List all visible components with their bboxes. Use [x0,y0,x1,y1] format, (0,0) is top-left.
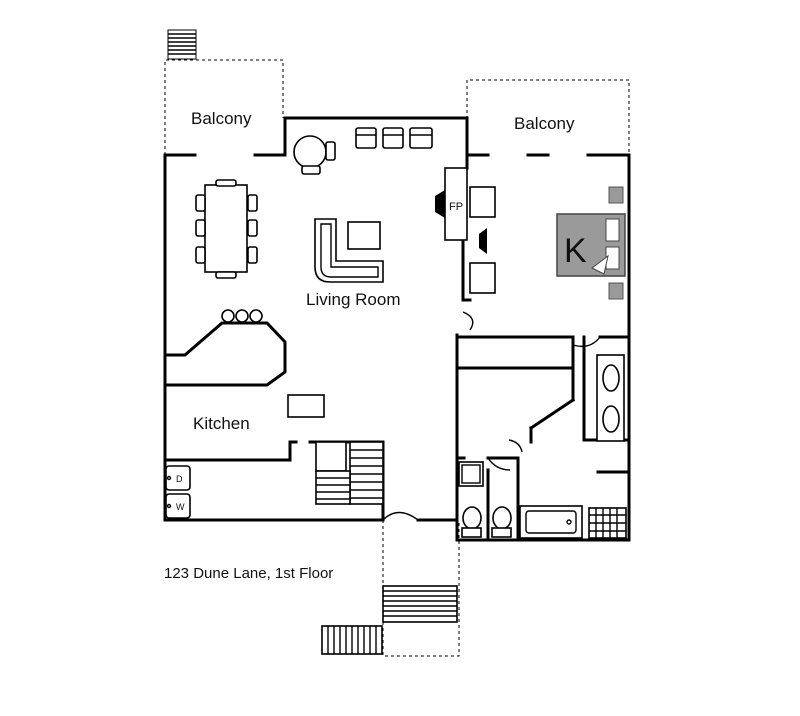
dining-table [195,179,258,279]
interior-stairs [315,441,384,505]
doors [382,311,601,521]
shower [588,507,627,539]
balcony-left-stairs [167,29,197,60]
sectional-sofa [314,218,384,283]
kitchen-cart [287,394,325,418]
dryer-label: D [176,474,183,484]
balcony-left-label: Balcony [191,109,252,128]
entry-porch [321,520,460,657]
washer-label: W [176,502,185,512]
kitchen-label: Kitchen [193,414,250,433]
round-table [293,135,336,175]
address-caption: 123 Dune Lane, 1st Floor [164,565,333,582]
balcony-left [164,29,284,155]
interior-walls [163,153,631,542]
fireplace-label: FP [449,201,463,213]
exterior-walls [163,116,631,542]
lounge-chairs [355,127,433,149]
bed-size-label: K [564,232,587,270]
laundry [165,465,191,519]
fireplace [435,167,496,294]
bath-fixtures [458,461,583,539]
vanity [596,354,625,442]
living-room-label: Living Room [306,290,401,309]
bed [556,186,626,300]
balcony-right-label: Balcony [514,114,575,133]
bar-stools [221,309,263,323]
